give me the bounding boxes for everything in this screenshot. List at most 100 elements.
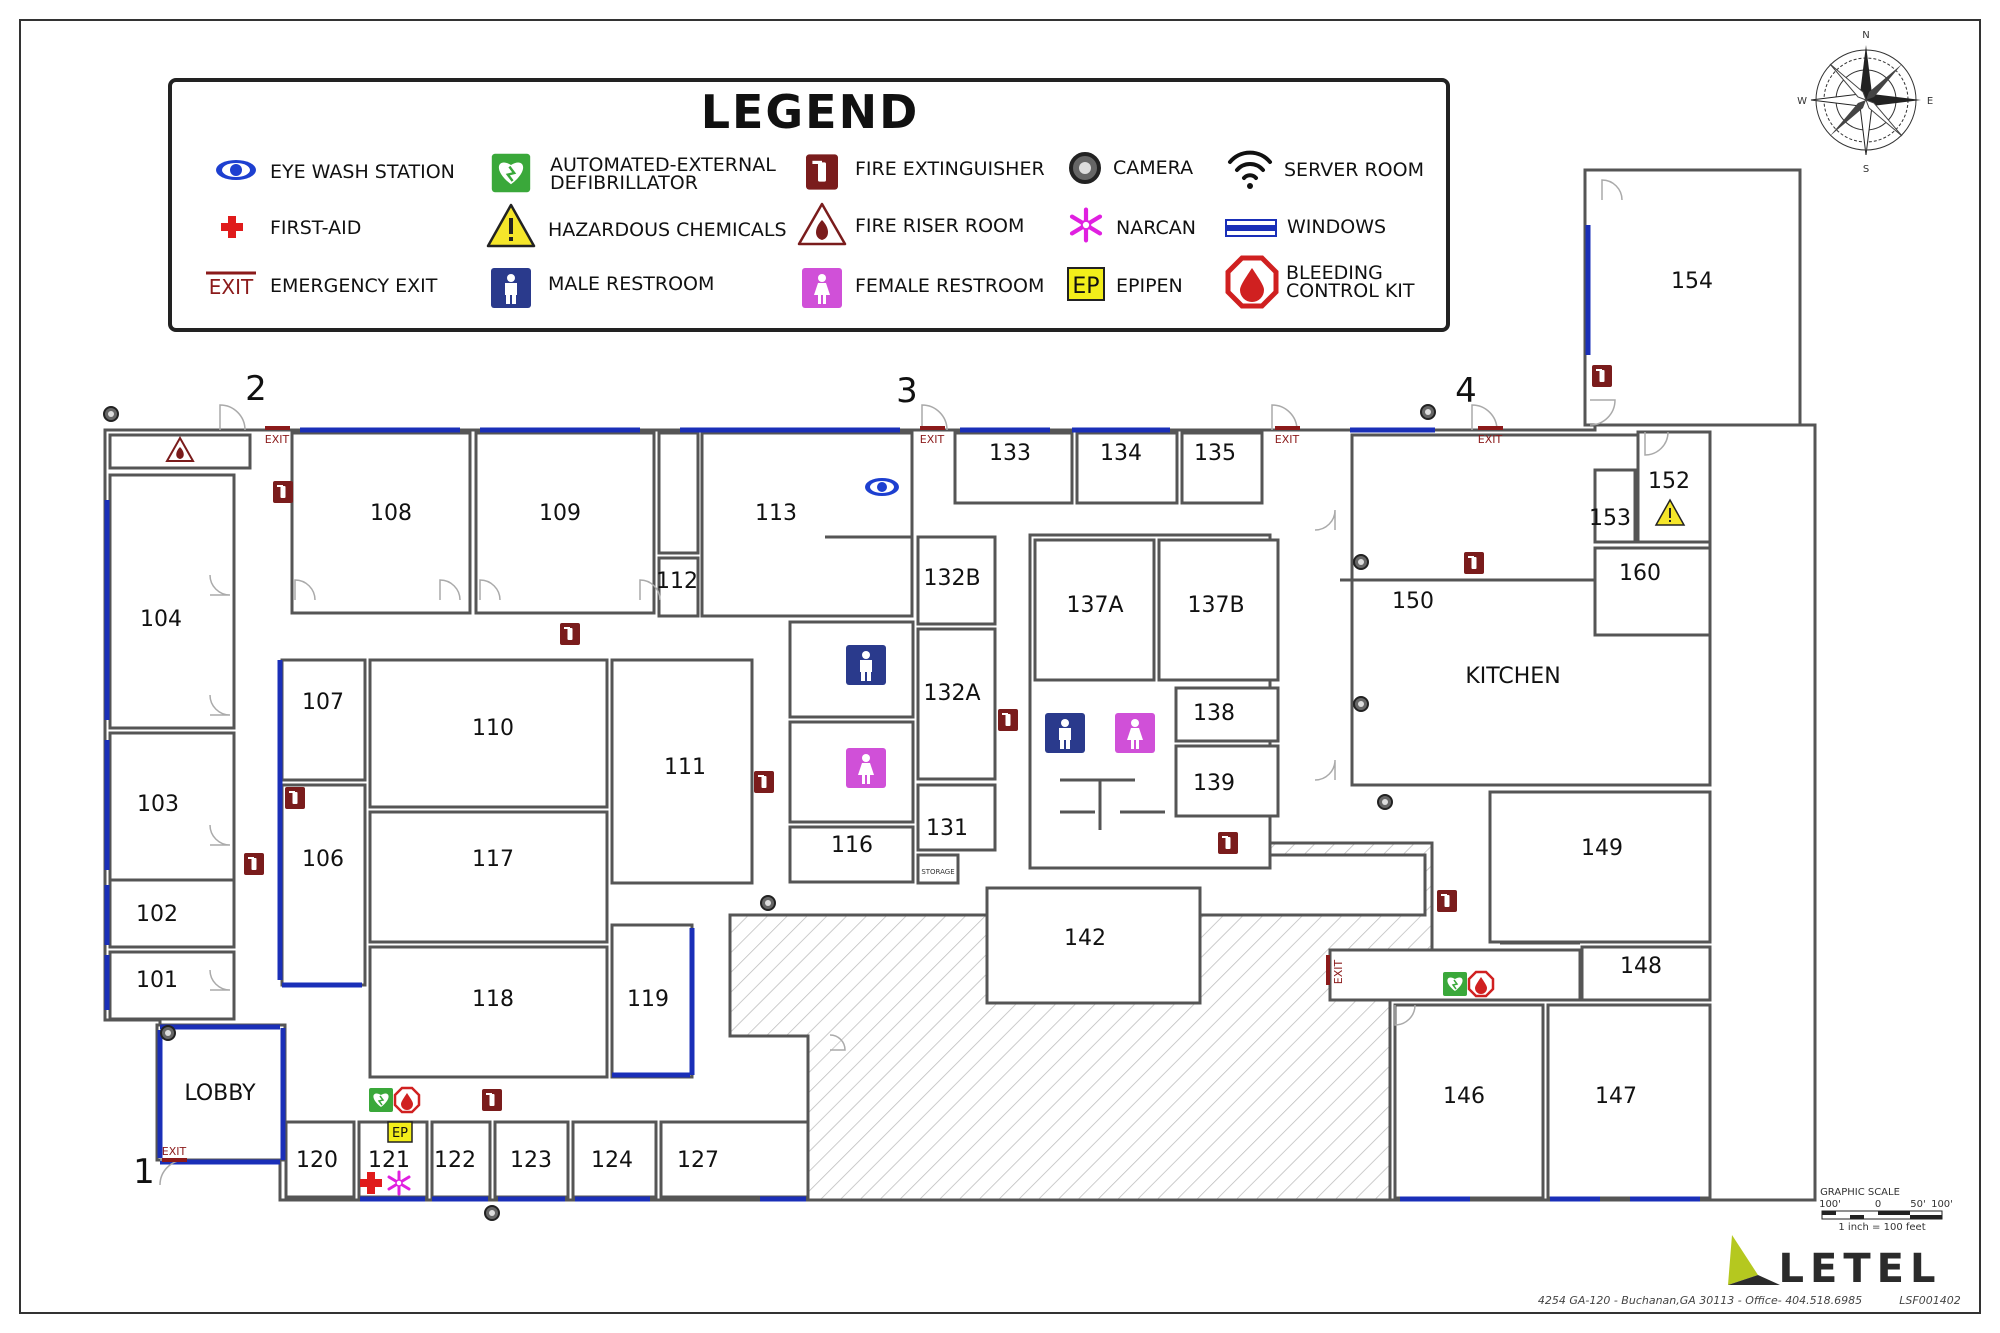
entry-number-1: 1 bbox=[133, 1152, 155, 1192]
extinguisher-icon bbox=[285, 787, 305, 809]
room-102 bbox=[108, 878, 236, 949]
room-label-150: 150 bbox=[1392, 589, 1434, 614]
legend-label-epipen: EPIPEN bbox=[1116, 275, 1183, 297]
room-110 bbox=[368, 658, 609, 809]
extinguisher-icon bbox=[998, 709, 1018, 731]
scale-tick-1: 100' bbox=[1819, 1199, 1841, 1210]
graphic-scale: GRAPHIC SCALE 100' 0 50' 100' 1 inch = 1… bbox=[1819, 1187, 1953, 1233]
hazard-icon bbox=[486, 203, 536, 248]
storage-label: STORAGE bbox=[921, 868, 954, 876]
legend: LEGEND EYE WASH STATION FIRST-AID EXIT E… bbox=[168, 78, 1450, 332]
legend-label-emergency-exit: EMERGENCY EXIT bbox=[270, 275, 438, 297]
legend-label-aed-2: DEFIBRILLATOR bbox=[550, 172, 698, 194]
legend-label-fire-riser: FIRE RISER ROOM bbox=[855, 215, 1024, 237]
room-137b bbox=[1157, 538, 1280, 682]
room-131 bbox=[916, 783, 997, 852]
room-label-153: 153 bbox=[1589, 506, 1631, 531]
extinguisher-icon bbox=[560, 623, 580, 645]
exit-markers: EXIT EXIT EXIT EXIT EXIT EXIT bbox=[162, 426, 1503, 1162]
page-frame bbox=[19, 19, 1981, 1314]
legend-label-hazard: HAZARDOUS CHEMICALS bbox=[548, 219, 787, 241]
room-111 bbox=[610, 658, 754, 885]
room-149 bbox=[1488, 790, 1712, 944]
room-label-102: 102 bbox=[136, 902, 178, 927]
fire-riser-icon bbox=[797, 202, 847, 246]
room-123 bbox=[493, 1120, 570, 1199]
exit-label-2: EXIT bbox=[265, 433, 290, 446]
room-label-146: 146 bbox=[1443, 1084, 1485, 1109]
room-label-113: 113 bbox=[755, 501, 797, 526]
legend-label-bleeding-2: CONTROL KIT bbox=[1286, 280, 1415, 302]
camera-marker bbox=[1353, 696, 1369, 712]
room-label-137b: 137B bbox=[1187, 593, 1244, 618]
room-label-124: 124 bbox=[591, 1148, 633, 1173]
room-113 bbox=[700, 431, 914, 618]
room-117 bbox=[368, 810, 609, 944]
legend-label-female: FEMALE RESTROOM bbox=[855, 275, 1044, 297]
room-103 bbox=[108, 731, 236, 885]
extinguisher-icon bbox=[1437, 890, 1457, 912]
legend-label-windows: WINDOWS bbox=[1287, 216, 1386, 238]
room-label-134: 134 bbox=[1100, 441, 1142, 466]
extinguisher-icon bbox=[1592, 365, 1612, 387]
room-118 bbox=[368, 945, 609, 1079]
room-138 bbox=[1174, 686, 1280, 743]
camera-marker bbox=[484, 1205, 500, 1221]
scale-tick-4: 100' bbox=[1931, 1199, 1953, 1210]
room-107 bbox=[280, 658, 367, 782]
rooms bbox=[108, 430, 1712, 1200]
legend-label-server: SERVER ROOM bbox=[1284, 159, 1424, 181]
room-label-103: 103 bbox=[137, 792, 179, 817]
eye-icon bbox=[216, 160, 256, 180]
exit-sign-middle: EXIT bbox=[1275, 426, 1300, 446]
room-label-116: 116 bbox=[831, 833, 873, 858]
exit-sign-text: EXIT bbox=[209, 275, 254, 299]
room-label-122: 122 bbox=[434, 1148, 476, 1173]
room-label-kitchen: KITCHEN bbox=[1465, 664, 1560, 689]
extinguisher-icon bbox=[754, 771, 774, 793]
room-label-104: 104 bbox=[140, 607, 182, 632]
room-120 bbox=[284, 1120, 356, 1199]
exit-sign-2: EXIT bbox=[265, 426, 290, 446]
aed-marker bbox=[1442, 971, 1468, 997]
exit-label-4: EXIT bbox=[1478, 433, 1503, 446]
legend-box bbox=[168, 78, 1450, 332]
entry-number-4: 4 bbox=[1455, 371, 1477, 411]
legend-label-first-aid: FIRST-AID bbox=[270, 217, 361, 239]
compass-rose: N S E W bbox=[1797, 30, 1933, 175]
room-label-123: 123 bbox=[510, 1148, 552, 1173]
extinguisher-icon bbox=[273, 481, 293, 503]
room-101 bbox=[108, 950, 236, 1021]
room-storage bbox=[916, 853, 960, 885]
logo-mark-icon bbox=[1728, 1235, 1758, 1285]
room-119 bbox=[610, 923, 694, 1079]
room-label-101: 101 bbox=[136, 968, 178, 993]
camera-marker bbox=[103, 406, 119, 422]
legend-title: LEGEND bbox=[701, 85, 920, 139]
room-label-107: 107 bbox=[302, 690, 344, 715]
room-label-121: 121 bbox=[368, 1148, 410, 1173]
epipen-marker-text: EP bbox=[392, 1126, 408, 1141]
epipen-icon: EP bbox=[1067, 267, 1105, 301]
room-142 bbox=[985, 886, 1202, 1005]
entry-numbers: 1 2 3 4 bbox=[133, 369, 1477, 1192]
room-135 bbox=[1180, 431, 1264, 505]
camera-marker bbox=[1420, 404, 1436, 420]
entry-number-2: 2 bbox=[245, 369, 267, 409]
room-133 bbox=[953, 431, 1074, 505]
room-label-148: 148 bbox=[1620, 954, 1662, 979]
room-label-135: 135 bbox=[1194, 441, 1236, 466]
room-label-132b: 132B bbox=[923, 566, 980, 591]
windows bbox=[104, 225, 1700, 1202]
room-label-131: 131 bbox=[926, 816, 968, 841]
room-label-110: 110 bbox=[472, 716, 514, 741]
camera-marker bbox=[160, 1025, 176, 1041]
camera-marker bbox=[1377, 794, 1393, 810]
exit-sign-1: EXIT bbox=[162, 1145, 187, 1162]
room-label-127: 127 bbox=[677, 1148, 719, 1173]
exit-label-3: EXIT bbox=[920, 433, 945, 446]
epipen-marker: EP bbox=[387, 1121, 413, 1143]
exit-sign-kitchen: EXIT bbox=[1326, 955, 1345, 985]
hazard-marker bbox=[1654, 498, 1686, 526]
room-label-142: 142 bbox=[1064, 926, 1106, 951]
